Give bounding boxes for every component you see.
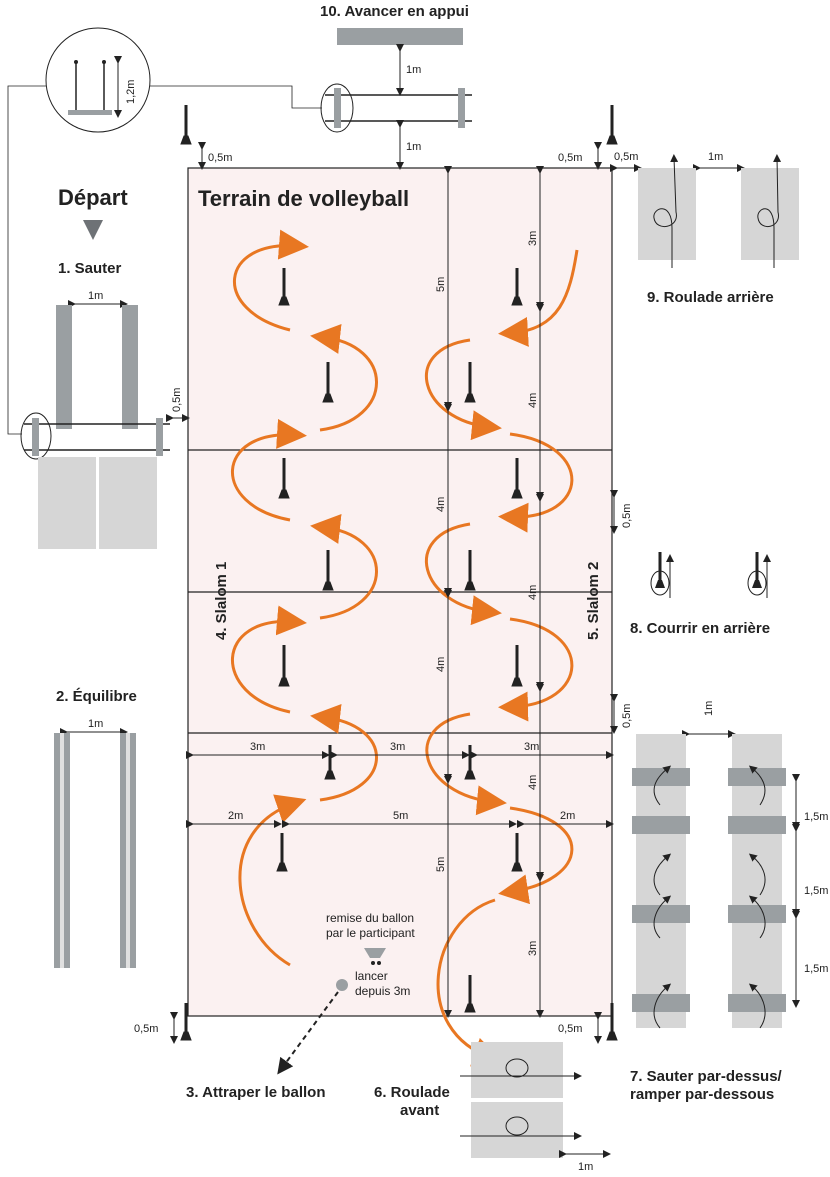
court-title: Terrain de volleyball bbox=[198, 186, 409, 211]
mat bbox=[741, 168, 799, 260]
mat bbox=[99, 457, 157, 549]
detail-bubble bbox=[45, 27, 151, 133]
svg-text:5m: 5m bbox=[435, 857, 447, 872]
station-7-label: ramper par-dessous bbox=[630, 1086, 774, 1103]
cone-icon bbox=[322, 362, 334, 403]
svg-text:3m: 3m bbox=[524, 741, 539, 753]
svg-text:4m: 4m bbox=[527, 585, 539, 600]
cone-icon bbox=[464, 362, 476, 403]
station-1-label: 1. Sauter bbox=[58, 260, 122, 277]
svg-text:3m: 3m bbox=[527, 941, 539, 956]
ball-arrow bbox=[277, 991, 339, 1075]
cone-icon bbox=[278, 645, 290, 687]
station-7-label: 7. Sauter par-dessus/ bbox=[630, 1068, 783, 1085]
cone-icon bbox=[747, 552, 771, 598]
mat bbox=[38, 457, 96, 549]
dim-label: 0,5m bbox=[621, 504, 633, 528]
cone-icon bbox=[276, 833, 288, 872]
hurdle-bars bbox=[632, 768, 786, 1012]
svg-text:4m: 4m bbox=[527, 393, 539, 408]
mat bbox=[471, 1102, 563, 1158]
mat bbox=[638, 168, 696, 260]
dim-label: 1m bbox=[88, 718, 103, 730]
dim-label: 0,5m bbox=[558, 152, 582, 164]
dim-label: 0,5m bbox=[134, 1023, 158, 1035]
forward-roll-icon bbox=[460, 1058, 582, 1140]
cone-icon bbox=[650, 552, 674, 598]
svg-text:3m: 3m bbox=[390, 741, 405, 753]
dim-label: 1,5m bbox=[804, 963, 828, 975]
cone-icon bbox=[511, 268, 523, 306]
mat bbox=[471, 1042, 563, 1098]
hurdle-block bbox=[122, 305, 138, 429]
hurdle-block bbox=[56, 305, 72, 429]
station-6-label: avant bbox=[400, 1102, 439, 1119]
cone-icon bbox=[464, 550, 476, 591]
ball-return-text: remise du ballon bbox=[326, 911, 414, 925]
svg-text:4m: 4m bbox=[435, 497, 447, 512]
start-label: Départ bbox=[58, 185, 128, 210]
dim-label: 1m bbox=[406, 141, 421, 153]
station-8-label: 8. Courrir en arrière bbox=[630, 620, 770, 637]
dim-label: 1m bbox=[703, 701, 715, 716]
ball-throw-text: lancer bbox=[355, 969, 388, 983]
dim-label: 0,5m bbox=[208, 152, 232, 164]
backward-roll-icon bbox=[653, 154, 679, 268]
cone-icon bbox=[511, 833, 523, 872]
svg-text:2m: 2m bbox=[560, 810, 575, 822]
dimension-lines bbox=[170, 142, 602, 1044]
dim-label: 1m bbox=[578, 1161, 593, 1173]
dim-label: 1,5m bbox=[804, 811, 828, 823]
ball-throw-text: depuis 3m bbox=[355, 984, 410, 998]
station-6-label: 6. Roulade bbox=[374, 1084, 450, 1101]
balance-beam bbox=[54, 733, 70, 968]
bench bbox=[337, 28, 463, 45]
dim-label: 0,5m bbox=[558, 1023, 582, 1035]
cone-icon bbox=[511, 458, 523, 499]
cone-icon bbox=[322, 550, 334, 591]
post-icon bbox=[180, 105, 618, 1041]
station-10-label: 10. Avancer en appui bbox=[320, 3, 469, 20]
svg-text:3m: 3m bbox=[527, 231, 539, 246]
svg-text:5m: 5m bbox=[393, 810, 408, 822]
court-dim-labels: 5m 4m 4m 5m 3m 4m 4m 4m 3m 3m 3m 3m 2m 5… bbox=[228, 231, 575, 956]
dim-label: 1,2m bbox=[125, 80, 137, 104]
dim-label: 0,5m bbox=[621, 704, 633, 728]
station-3-label: 3. Attraper le ballon bbox=[186, 1084, 325, 1101]
svg-text:2m: 2m bbox=[228, 810, 243, 822]
detail-circle bbox=[20, 412, 52, 460]
ball-icon bbox=[336, 979, 348, 991]
station-4-label: 4. Slalom 1 bbox=[213, 562, 230, 640]
ball-return-text: par le participant bbox=[326, 926, 415, 940]
svg-text:3m: 3m bbox=[250, 741, 265, 753]
balance-beam bbox=[120, 733, 136, 968]
station-5-label: 5. Slalom 2 bbox=[585, 562, 602, 640]
dim-label: 1m bbox=[406, 64, 421, 76]
svg-text:5m: 5m bbox=[435, 277, 447, 292]
svg-text:4m: 4m bbox=[527, 775, 539, 790]
backward-roll-icon bbox=[757, 154, 782, 268]
hurdle-arrows bbox=[653, 765, 766, 1029]
cone-icon bbox=[278, 458, 290, 499]
station-9-label: 9. Roulade arrière bbox=[647, 289, 774, 306]
dim-label: 1,5m bbox=[804, 885, 828, 897]
cone-icon bbox=[464, 975, 476, 1013]
ball-icon bbox=[371, 961, 375, 965]
ball-icon bbox=[377, 961, 381, 965]
dim-label: 0,5m bbox=[614, 151, 638, 163]
dim-label: 0,5m bbox=[171, 388, 183, 412]
svg-text:4m: 4m bbox=[435, 657, 447, 672]
cone-icon bbox=[278, 268, 290, 306]
ball-basket-icon bbox=[364, 948, 386, 958]
dim-label: 1m bbox=[708, 151, 723, 163]
station-2-label: 2. Équilibre bbox=[56, 688, 137, 705]
court-dimensions bbox=[186, 166, 614, 1018]
cone-icon bbox=[511, 645, 523, 687]
dim-label: 1m bbox=[88, 290, 103, 302]
start-arrow-icon bbox=[83, 220, 103, 240]
